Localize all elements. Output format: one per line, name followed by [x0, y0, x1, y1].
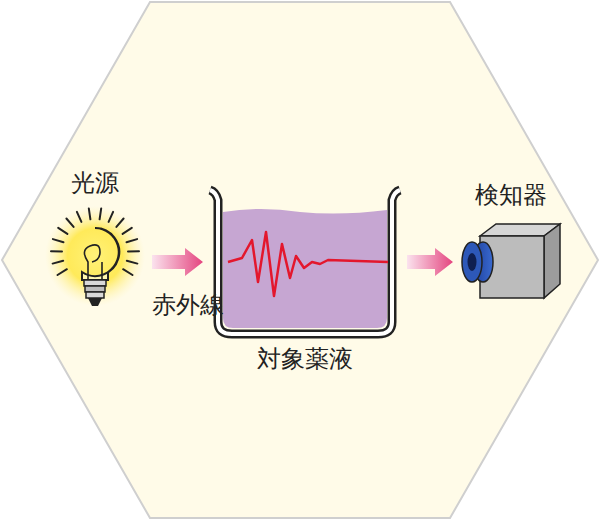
detector: [462, 224, 560, 298]
infrared-arrow: [152, 248, 203, 276]
absorption-wave: [228, 232, 388, 296]
node-label: 光源: [40, 170, 150, 198]
edge-label: 赤外線: [152, 292, 224, 320]
beaker: [210, 190, 400, 334]
infrared-arrow: [407, 248, 453, 276]
detector-unit: 検知器: [455, 182, 567, 302]
node-label: 対象薬液: [205, 346, 405, 374]
light-bulb: [45, 206, 145, 306]
node-label: 検知器: [455, 182, 567, 210]
light-source: 光源: [40, 170, 150, 320]
target-liquid: 対象薬液: [205, 184, 405, 374]
